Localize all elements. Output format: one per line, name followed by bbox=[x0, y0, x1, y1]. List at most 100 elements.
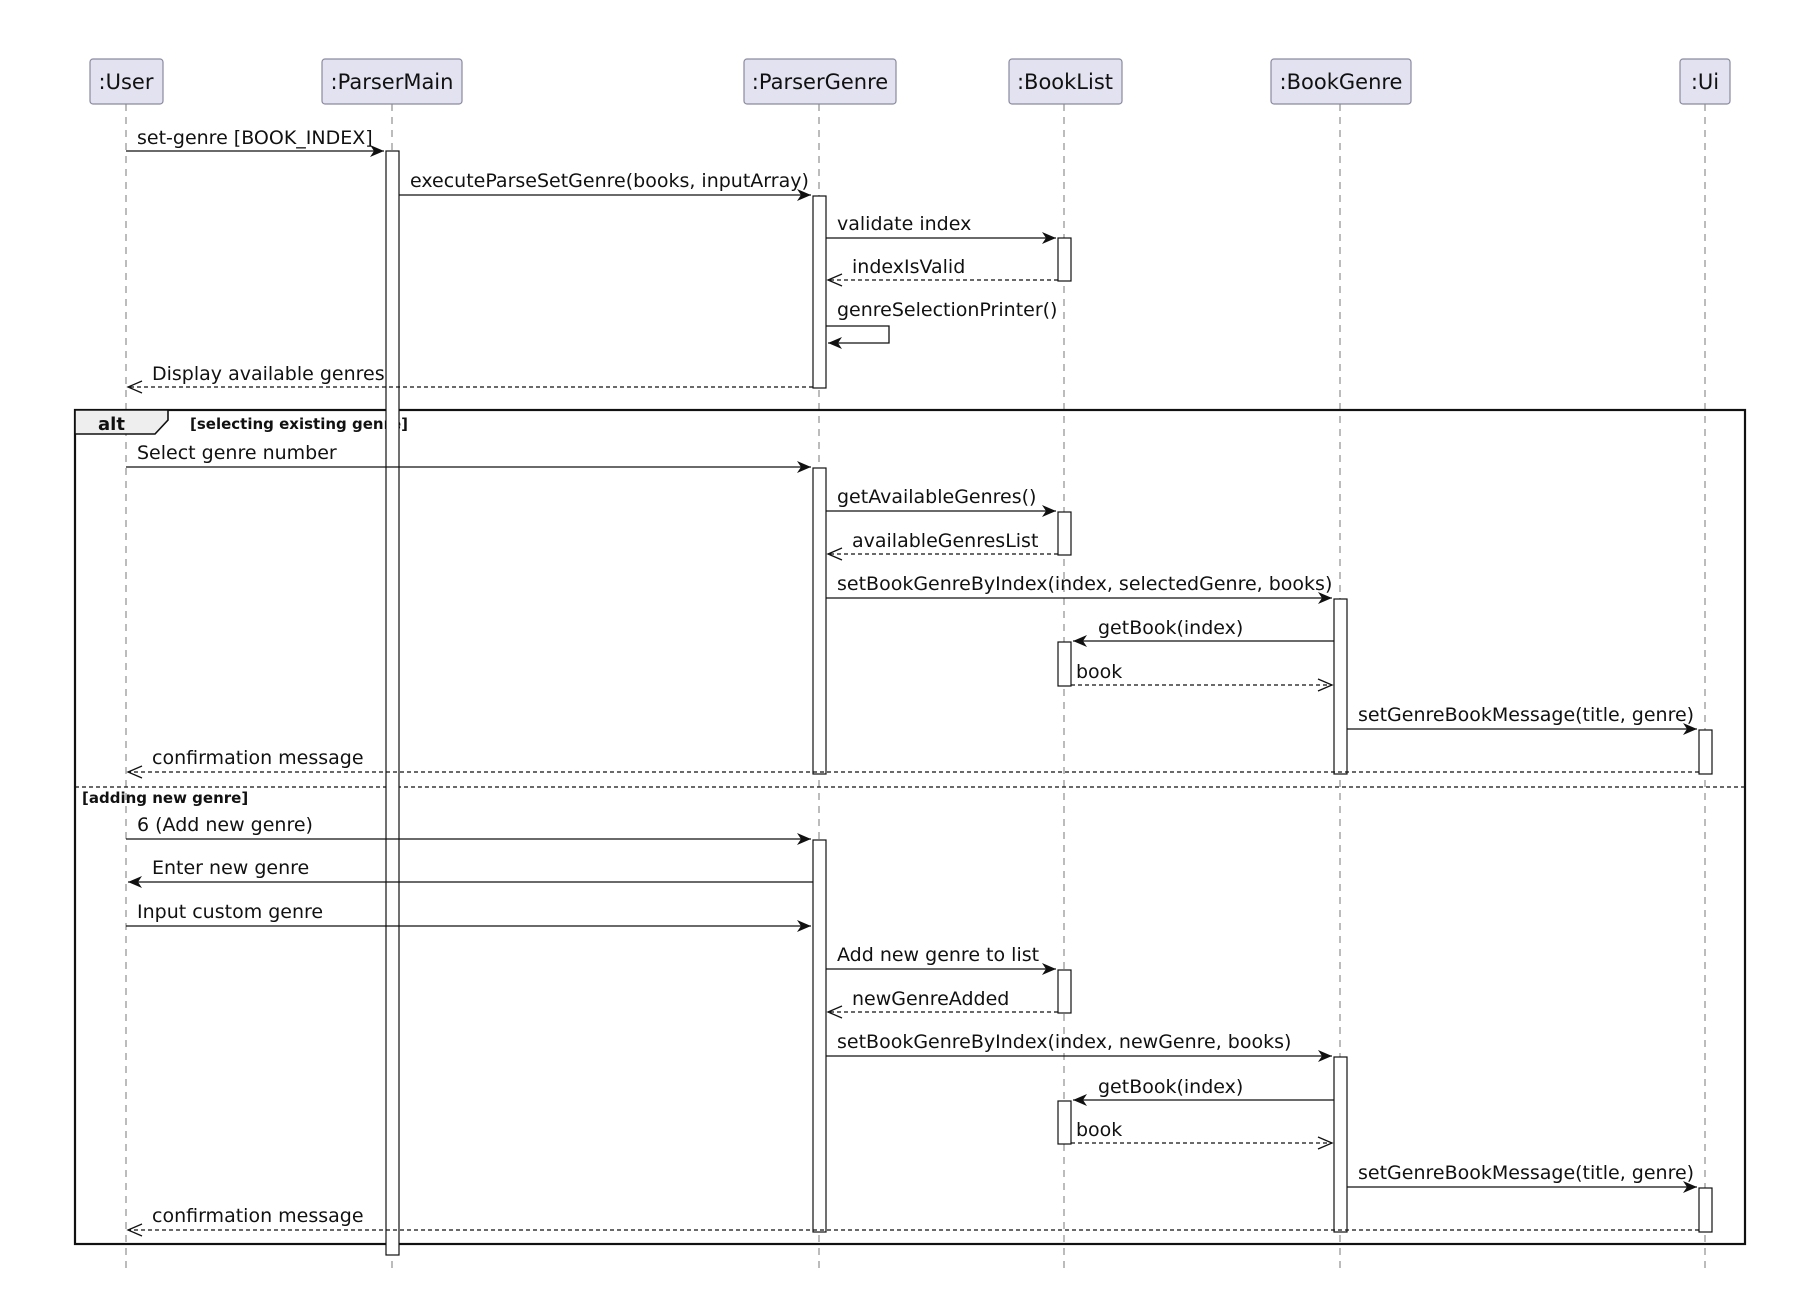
arrowhead bbox=[128, 876, 142, 888]
arrowhead bbox=[797, 461, 811, 473]
message-label: Enter new genre bbox=[152, 857, 309, 879]
arrowhead bbox=[1073, 635, 1087, 647]
message-10: setBookGenreByIndex(index, selectedGenre… bbox=[826, 573, 1332, 604]
message-21: getBook(index) bbox=[1073, 1076, 1334, 1106]
message-3: validate index bbox=[826, 213, 1056, 244]
arrowhead bbox=[126, 380, 143, 394]
message-label: newGenreAdded bbox=[852, 988, 1009, 1010]
message-label: setBookGenreByIndex(index, selectedGenre… bbox=[837, 573, 1332, 595]
message-22: book bbox=[1071, 1119, 1334, 1150]
message-12: book bbox=[1071, 661, 1334, 692]
arrowhead bbox=[797, 833, 811, 845]
participant-label: :BookList bbox=[1017, 70, 1113, 94]
activation-ui bbox=[1698, 1187, 1713, 1233]
activation-parsergenre bbox=[812, 467, 827, 775]
arrowhead bbox=[1318, 592, 1332, 604]
activation-parsermain bbox=[385, 150, 400, 1256]
participant-label: :ParserGenre bbox=[752, 70, 888, 94]
arrowhead bbox=[1042, 232, 1056, 244]
message-9: availableGenresList bbox=[826, 530, 1058, 561]
message-5-self: genreSelectionPrinter() bbox=[826, 299, 1057, 349]
message-label: book bbox=[1076, 661, 1122, 683]
message-14: confirmation message bbox=[126, 747, 1699, 779]
message-label: set-genre [BOOK_INDEX] bbox=[137, 127, 373, 149]
arrowhead bbox=[1683, 723, 1697, 735]
arrowhead bbox=[828, 337, 842, 349]
arrowhead bbox=[126, 765, 143, 779]
message-label: genreSelectionPrinter() bbox=[837, 299, 1057, 321]
participant-bookgenre: :BookGenre bbox=[1270, 58, 1412, 105]
message-20: setBookGenreByIndex(index, newGenre, boo… bbox=[826, 1031, 1332, 1062]
arrowhead bbox=[1042, 505, 1056, 517]
message-label: confirmation message bbox=[152, 1205, 364, 1227]
arrowhead bbox=[1318, 1050, 1332, 1062]
message-label: Display available genres bbox=[152, 363, 385, 385]
message-label: Select genre number bbox=[137, 442, 337, 464]
activations bbox=[385, 150, 1713, 1256]
participant-parsergenre: :ParserGenre bbox=[743, 58, 897, 105]
message-label: availableGenresList bbox=[852, 530, 1038, 552]
activation-booklist bbox=[1057, 1100, 1072, 1145]
lifelines bbox=[125, 104, 1706, 1268]
arrowhead bbox=[1317, 678, 1334, 692]
arrowhead bbox=[797, 920, 811, 932]
message-15: 6 (Add new genre) bbox=[126, 814, 811, 845]
arrowhead bbox=[826, 547, 843, 561]
activation-booklist bbox=[1057, 969, 1072, 1014]
alt-frame-tab bbox=[74, 409, 169, 435]
message-1: set-genre [BOOK_INDEX] bbox=[126, 127, 384, 157]
participant-parsermain: :ParserMain bbox=[321, 58, 463, 105]
arrowhead bbox=[126, 1223, 143, 1237]
message-label: getAvailableGenres() bbox=[837, 486, 1036, 508]
participant-label: :ParserMain bbox=[331, 70, 454, 94]
message-label: Input custom genre bbox=[137, 901, 323, 923]
activation-bookgenre bbox=[1333, 598, 1348, 775]
arrowhead bbox=[797, 189, 811, 201]
message-18: Add new genre to list bbox=[826, 944, 1056, 975]
message-8: getAvailableGenres() bbox=[826, 486, 1056, 517]
message-13: setGenreBookMessage(title, genre) bbox=[1347, 704, 1697, 735]
arrowhead bbox=[1317, 1136, 1334, 1150]
participant-ui: :Ui bbox=[1679, 58, 1731, 105]
message-label: indexIsValid bbox=[852, 256, 965, 278]
guard-existing-genre: [selecting existing genre] bbox=[190, 415, 408, 433]
message-24: confirmation message bbox=[126, 1205, 1699, 1237]
guard-new-genre: [adding new genre] bbox=[82, 789, 248, 807]
participant-booklist: :BookList bbox=[1008, 58, 1123, 105]
message-7: Select genre number bbox=[126, 442, 811, 473]
message-17: Input custom genre bbox=[126, 901, 811, 932]
participant-user: :User bbox=[89, 58, 164, 105]
arrowhead bbox=[1073, 1094, 1087, 1106]
arrowhead bbox=[826, 1005, 843, 1019]
activation-bookgenre bbox=[1333, 1056, 1348, 1233]
alt-frame-border bbox=[73, 408, 1747, 1246]
message-label: getBook(index) bbox=[1098, 1076, 1243, 1098]
participant-label: :User bbox=[99, 70, 154, 94]
alt-operator: alt bbox=[98, 414, 125, 435]
message-label: setBookGenreByIndex(index, newGenre, boo… bbox=[837, 1031, 1291, 1053]
message-label: getBook(index) bbox=[1098, 617, 1243, 639]
activation-parsergenre bbox=[812, 839, 827, 1233]
alt-fragment: alt [selecting existing genre] [adding n… bbox=[73, 408, 1747, 1246]
activation-booklist bbox=[1057, 237, 1072, 282]
activation-booklist bbox=[1057, 511, 1072, 556]
message-label: validate index bbox=[837, 213, 971, 235]
activation-parsergenre bbox=[812, 195, 827, 389]
message-label: setGenreBookMessage(title, genre) bbox=[1358, 1162, 1694, 1184]
arrowhead bbox=[826, 273, 843, 287]
message-16: Enter new genre bbox=[128, 857, 813, 888]
participant-label: :Ui bbox=[1691, 70, 1719, 94]
message-label: setGenreBookMessage(title, genre) bbox=[1358, 704, 1694, 726]
message-label: executeParseSetGenre(books, inputArray) bbox=[410, 170, 809, 192]
message-label: book bbox=[1076, 1119, 1122, 1141]
message-11: getBook(index) bbox=[1073, 617, 1334, 647]
message-2: executeParseSetGenre(books, inputArray) bbox=[399, 170, 811, 201]
participant-label: :BookGenre bbox=[1280, 70, 1403, 94]
arrowhead bbox=[1042, 963, 1056, 975]
message-6: Display available genres bbox=[126, 363, 813, 394]
arrowhead bbox=[370, 145, 384, 157]
message-23: setGenreBookMessage(title, genre) bbox=[1347, 1162, 1697, 1193]
arrowhead bbox=[1683, 1181, 1697, 1193]
message-label: confirmation message bbox=[152, 747, 364, 769]
